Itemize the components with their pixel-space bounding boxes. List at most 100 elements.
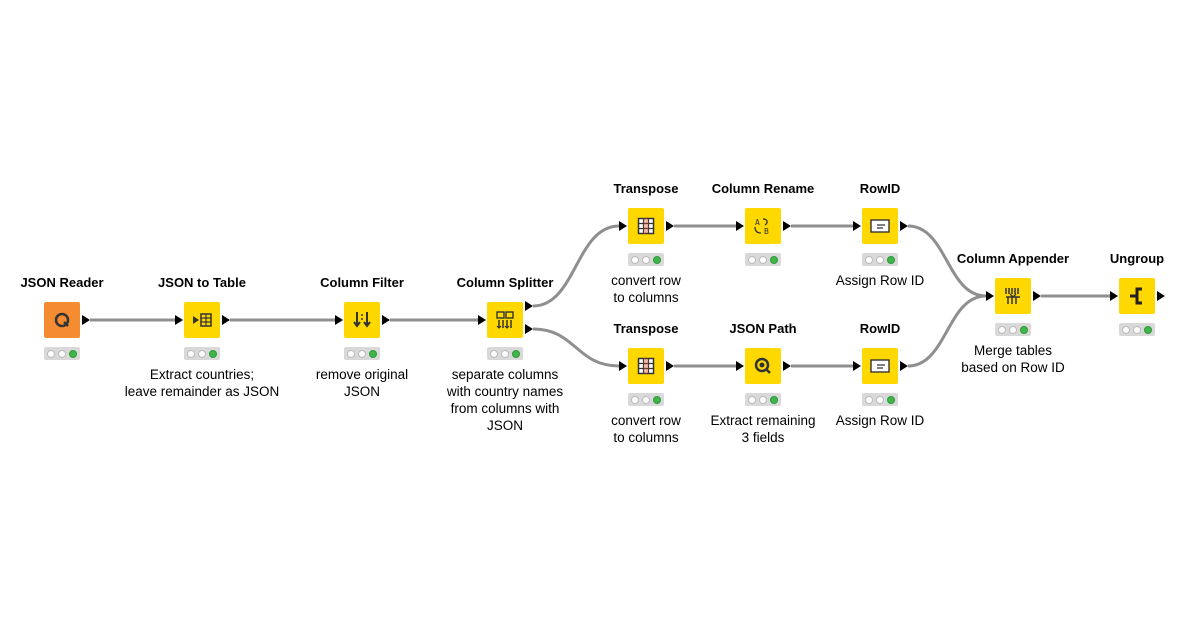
output-port[interactable] xyxy=(1157,291,1165,301)
node-title: Transpose xyxy=(613,181,679,196)
status-executed-light xyxy=(369,349,377,358)
node-title: RowID xyxy=(859,321,901,336)
status-executed-light xyxy=(69,349,77,358)
node-comment: Extract remaining 3 fields xyxy=(710,413,816,445)
node-status-lights xyxy=(745,253,781,266)
status-light xyxy=(490,349,498,358)
transpose-icon[interactable] xyxy=(628,208,664,244)
node-title: JSON Path xyxy=(729,321,797,336)
column-appender-icon[interactable] xyxy=(995,278,1031,314)
connection-column-splitter-to-transpose-top[interactable] xyxy=(532,224,620,308)
node-status-lights xyxy=(995,323,1031,336)
node-title: JSON to Table xyxy=(158,275,246,290)
json-to-table-icon[interactable] xyxy=(184,302,220,338)
node-status-lights xyxy=(745,393,781,406)
node-title: Column Splitter xyxy=(456,275,554,290)
node-title: Transpose xyxy=(613,321,679,336)
output-port[interactable] xyxy=(666,221,674,231)
node-status-lights xyxy=(1119,323,1155,336)
status-executed-light xyxy=(512,349,520,358)
status-light xyxy=(47,349,55,358)
input-port[interactable] xyxy=(1110,291,1118,301)
svg-text:A: A xyxy=(755,218,760,227)
status-light xyxy=(631,395,639,404)
output-port[interactable] xyxy=(525,301,533,311)
status-executed-light xyxy=(653,255,661,264)
status-executed-light xyxy=(887,255,895,264)
input-port[interactable] xyxy=(619,221,627,231)
status-executed-light xyxy=(209,349,217,358)
output-port[interactable] xyxy=(222,315,230,325)
node-comment: convert row to columns xyxy=(611,273,681,305)
output-port[interactable] xyxy=(1033,291,1041,301)
status-light xyxy=(187,349,195,358)
output-port[interactable] xyxy=(382,315,390,325)
status-light xyxy=(748,395,756,404)
status-light xyxy=(759,395,767,404)
json-reader-icon[interactable] xyxy=(44,302,80,338)
node-status-lights xyxy=(344,347,380,360)
ungroup-icon[interactable] xyxy=(1119,278,1155,314)
json-path-icon[interactable] xyxy=(745,348,781,384)
connection-rowid-top-to-column-appender[interactable] xyxy=(907,224,987,298)
status-light xyxy=(642,395,650,404)
node-title: Column Rename xyxy=(711,181,815,196)
input-port[interactable] xyxy=(853,221,861,231)
rowid-icon[interactable] xyxy=(862,208,898,244)
status-light xyxy=(1133,325,1141,334)
node-status-lights xyxy=(862,393,898,406)
output-port[interactable] xyxy=(900,361,908,371)
column-splitter-icon[interactable] xyxy=(487,302,523,338)
node-status-lights xyxy=(184,347,220,360)
status-light xyxy=(347,349,355,358)
status-light xyxy=(998,325,1006,334)
status-light xyxy=(631,255,639,264)
node-title: Column Filter xyxy=(320,275,404,290)
output-port[interactable] xyxy=(82,315,90,325)
transpose-icon[interactable] xyxy=(628,348,664,384)
node-comment: separate columns with country names from… xyxy=(446,367,564,433)
column-filter-icon[interactable] xyxy=(344,302,380,338)
node-comment: Extract countries; leave remainder as JS… xyxy=(124,367,280,399)
input-port[interactable] xyxy=(853,361,861,371)
status-light xyxy=(501,349,509,358)
output-port[interactable] xyxy=(783,361,791,371)
node-comment: remove original JSON xyxy=(315,367,409,399)
connection-rowid-bottom-to-column-appender[interactable] xyxy=(907,294,987,368)
status-light xyxy=(876,255,884,264)
input-port[interactable] xyxy=(335,315,343,325)
status-executed-light xyxy=(887,395,895,404)
input-port[interactable] xyxy=(986,291,994,301)
status-light xyxy=(865,255,873,264)
status-light xyxy=(642,255,650,264)
status-light xyxy=(748,255,756,264)
node-status-lights xyxy=(628,253,664,266)
node-status-lights xyxy=(862,253,898,266)
node-comment: Assign Row ID xyxy=(835,273,925,288)
input-port[interactable] xyxy=(619,361,627,371)
status-executed-light xyxy=(1020,325,1028,334)
node-status-lights xyxy=(487,347,523,360)
node-title: RowID xyxy=(859,181,901,196)
status-light xyxy=(1009,325,1017,334)
svg-text:B: B xyxy=(764,227,769,236)
status-executed-light xyxy=(1144,325,1152,334)
rowid-icon[interactable] xyxy=(862,348,898,384)
node-status-lights xyxy=(44,347,80,360)
input-port[interactable] xyxy=(175,315,183,325)
output-port[interactable] xyxy=(525,324,533,334)
node-title: JSON Reader xyxy=(20,275,104,290)
node-comment: Merge tables based on Row ID xyxy=(961,343,1065,375)
connection-column-splitter-to-transpose-bottom[interactable] xyxy=(532,327,620,368)
output-port[interactable] xyxy=(666,361,674,371)
output-port[interactable] xyxy=(900,221,908,231)
input-port[interactable] xyxy=(478,315,486,325)
input-port[interactable] xyxy=(736,221,744,231)
output-port[interactable] xyxy=(783,221,791,231)
status-light xyxy=(358,349,366,358)
status-light xyxy=(865,395,873,404)
input-port[interactable] xyxy=(736,361,744,371)
